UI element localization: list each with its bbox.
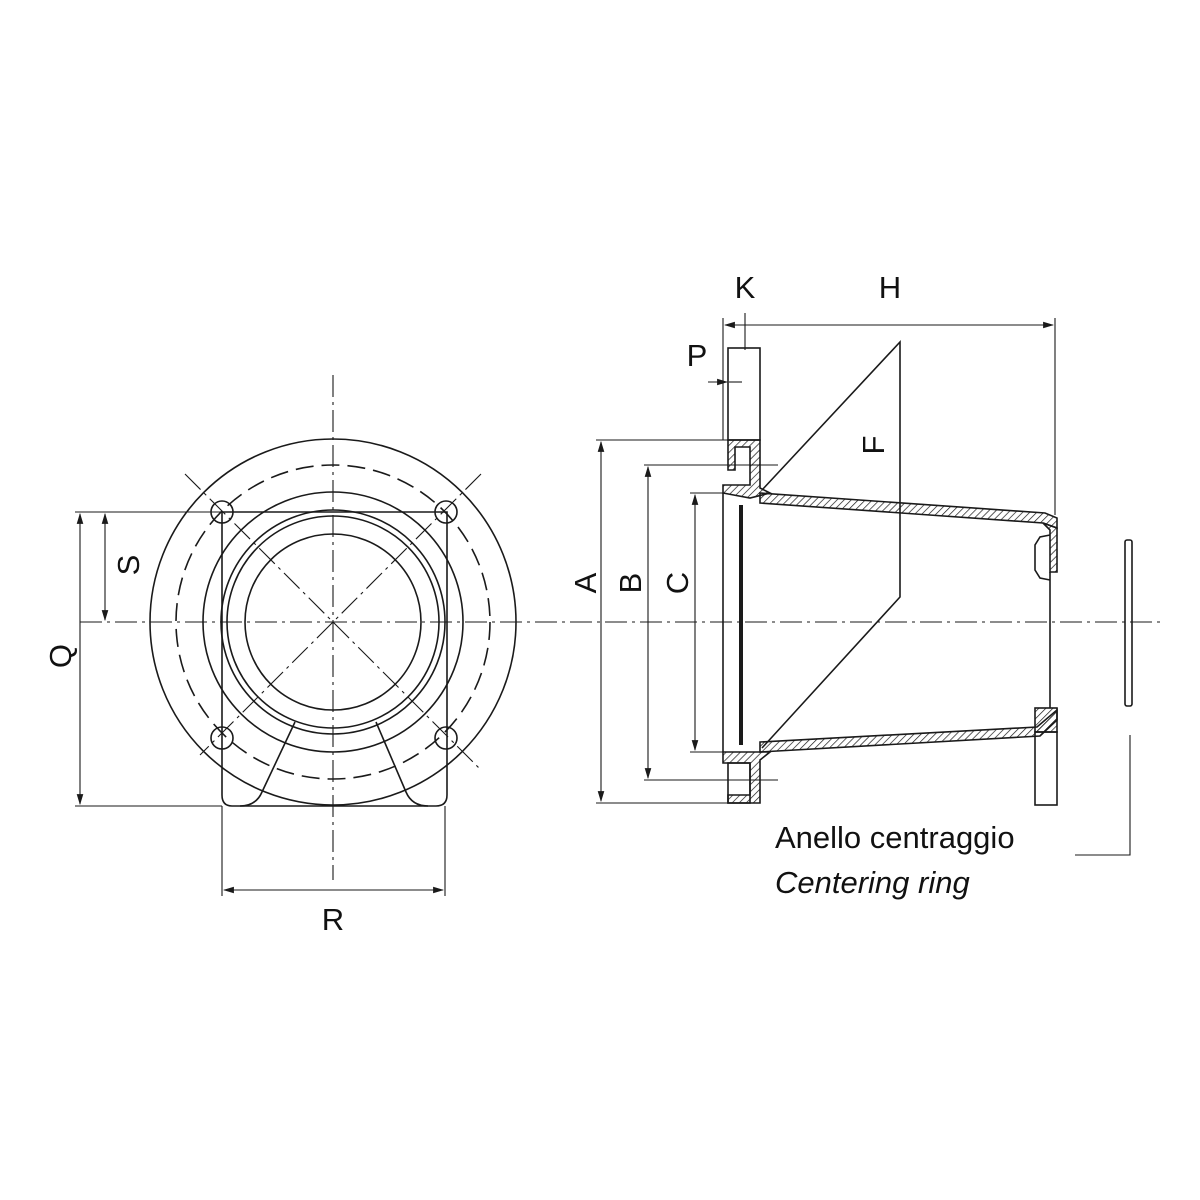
label-C: C bbox=[660, 572, 695, 594]
end-flange-bottom bbox=[1034, 731, 1058, 806]
flange-section-bottom bbox=[722, 751, 773, 804]
bolt-hole bbox=[434, 726, 458, 750]
end-flange-bottom-section bbox=[1034, 707, 1058, 733]
callout-text-english: Centering ring bbox=[775, 865, 970, 900]
label-K: K bbox=[735, 270, 756, 305]
body-wall-bottom bbox=[759, 708, 1058, 753]
foot-rib bbox=[375, 721, 429, 807]
label-H: H bbox=[879, 270, 901, 305]
callout-leader bbox=[1075, 735, 1131, 856]
side-view: K H P F A B C Anello centraggio Centerin… bbox=[568, 270, 1133, 900]
callout-text-italian: Anello centraggio bbox=[775, 820, 1015, 855]
gasket bbox=[739, 505, 743, 745]
flange-section-top bbox=[722, 439, 773, 499]
hub-circle bbox=[202, 491, 464, 753]
flange-plate bbox=[727, 347, 761, 441]
label-F: F bbox=[856, 436, 891, 455]
bore-circle bbox=[244, 533, 422, 711]
foot-rib bbox=[239, 721, 296, 807]
diagonal-centerline bbox=[199, 473, 482, 756]
label-R: R bbox=[322, 902, 344, 937]
flange-plate-bottom bbox=[727, 762, 751, 804]
centering-recess bbox=[1034, 534, 1051, 581]
square-base bbox=[221, 511, 448, 807]
centering-ring bbox=[1124, 539, 1133, 707]
label-A: A bbox=[568, 572, 603, 593]
dimension-F-outline bbox=[761, 339, 901, 749]
ring-circle bbox=[220, 509, 446, 735]
label-P: P bbox=[687, 338, 708, 373]
body-wall-top bbox=[759, 492, 1058, 530]
label-Q: Q bbox=[43, 644, 78, 668]
flange-outer-circle bbox=[149, 438, 517, 806]
label-S: S bbox=[111, 555, 146, 576]
end-flange-top bbox=[1042, 522, 1058, 573]
ring-inner-circle bbox=[226, 515, 440, 729]
front-view: Q S R bbox=[43, 375, 1165, 937]
bolt-circle bbox=[175, 464, 491, 780]
label-B: B bbox=[613, 573, 648, 594]
